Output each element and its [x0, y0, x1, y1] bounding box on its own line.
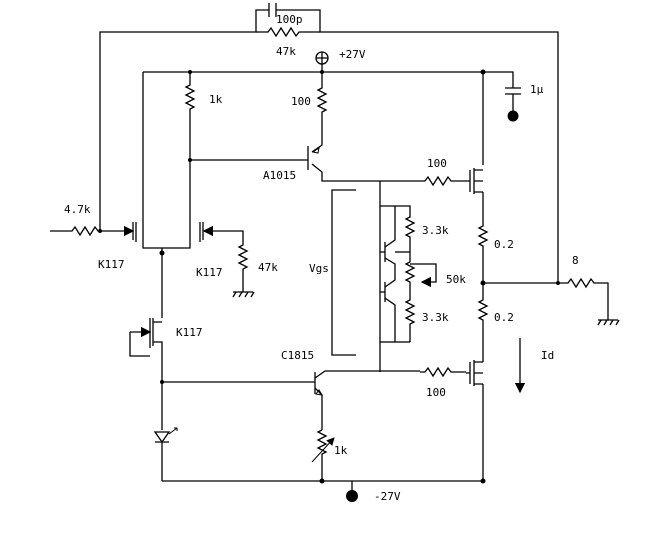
c-bypass-label: 1μ	[530, 83, 544, 96]
differential-pair	[123, 72, 308, 256]
vgs-label: Vgs	[309, 262, 329, 275]
r-input-label: 4.7k	[64, 203, 91, 216]
r-100-gate-top-label: 100	[427, 157, 447, 170]
q-a1015-label: A1015	[263, 169, 296, 182]
q-k117-right-label: K117	[196, 266, 223, 279]
r-47k-gate-label: 47k	[258, 261, 278, 274]
r-feedback-label: 47k	[276, 45, 296, 58]
q-c1815-label: C1815	[281, 349, 314, 362]
r-1k-var-label: 1k	[334, 444, 348, 457]
r-100-base-label: 100	[291, 95, 311, 108]
r-50k-pot-label: 50k	[446, 273, 466, 286]
r-02-top-label: 0.2	[494, 238, 514, 251]
r-33k-top-label: 3.3k	[422, 224, 449, 237]
c-feedback-label: 100p	[276, 13, 303, 26]
c1815-stage	[311, 366, 466, 481]
vplus-label: +27V	[339, 48, 366, 61]
positive-rail	[143, 51, 514, 88]
q-k117-ccs-label: K117	[176, 326, 203, 339]
feedback-network	[99, 3, 559, 283]
vminus-label: -27V	[374, 490, 401, 503]
gate-resistor-ground	[212, 230, 255, 298]
vgs-bracket	[331, 189, 356, 356]
input-resistor-symbol	[50, 225, 125, 237]
q-k117-left-label: K117	[98, 258, 125, 271]
load-resistor	[556, 277, 620, 326]
output-stage	[466, 72, 558, 481]
vgs-multiplier	[331, 181, 437, 372]
r-100-gate-bot-label: 100	[426, 386, 446, 399]
current-source	[129, 253, 315, 481]
id-label: Id	[541, 349, 554, 362]
negative-rail	[162, 478, 486, 502]
r-1k-top-label: 1k	[209, 93, 223, 106]
r-8-load-label: 8	[572, 254, 579, 267]
r-02-bot-label: 0.2	[494, 311, 514, 324]
feedback-capacitor-symbol	[268, 3, 277, 17]
a1015-stage	[307, 72, 466, 187]
bypass-capacitor-symbol	[505, 87, 521, 122]
r-33k-bot-label: 3.3k	[422, 311, 449, 324]
